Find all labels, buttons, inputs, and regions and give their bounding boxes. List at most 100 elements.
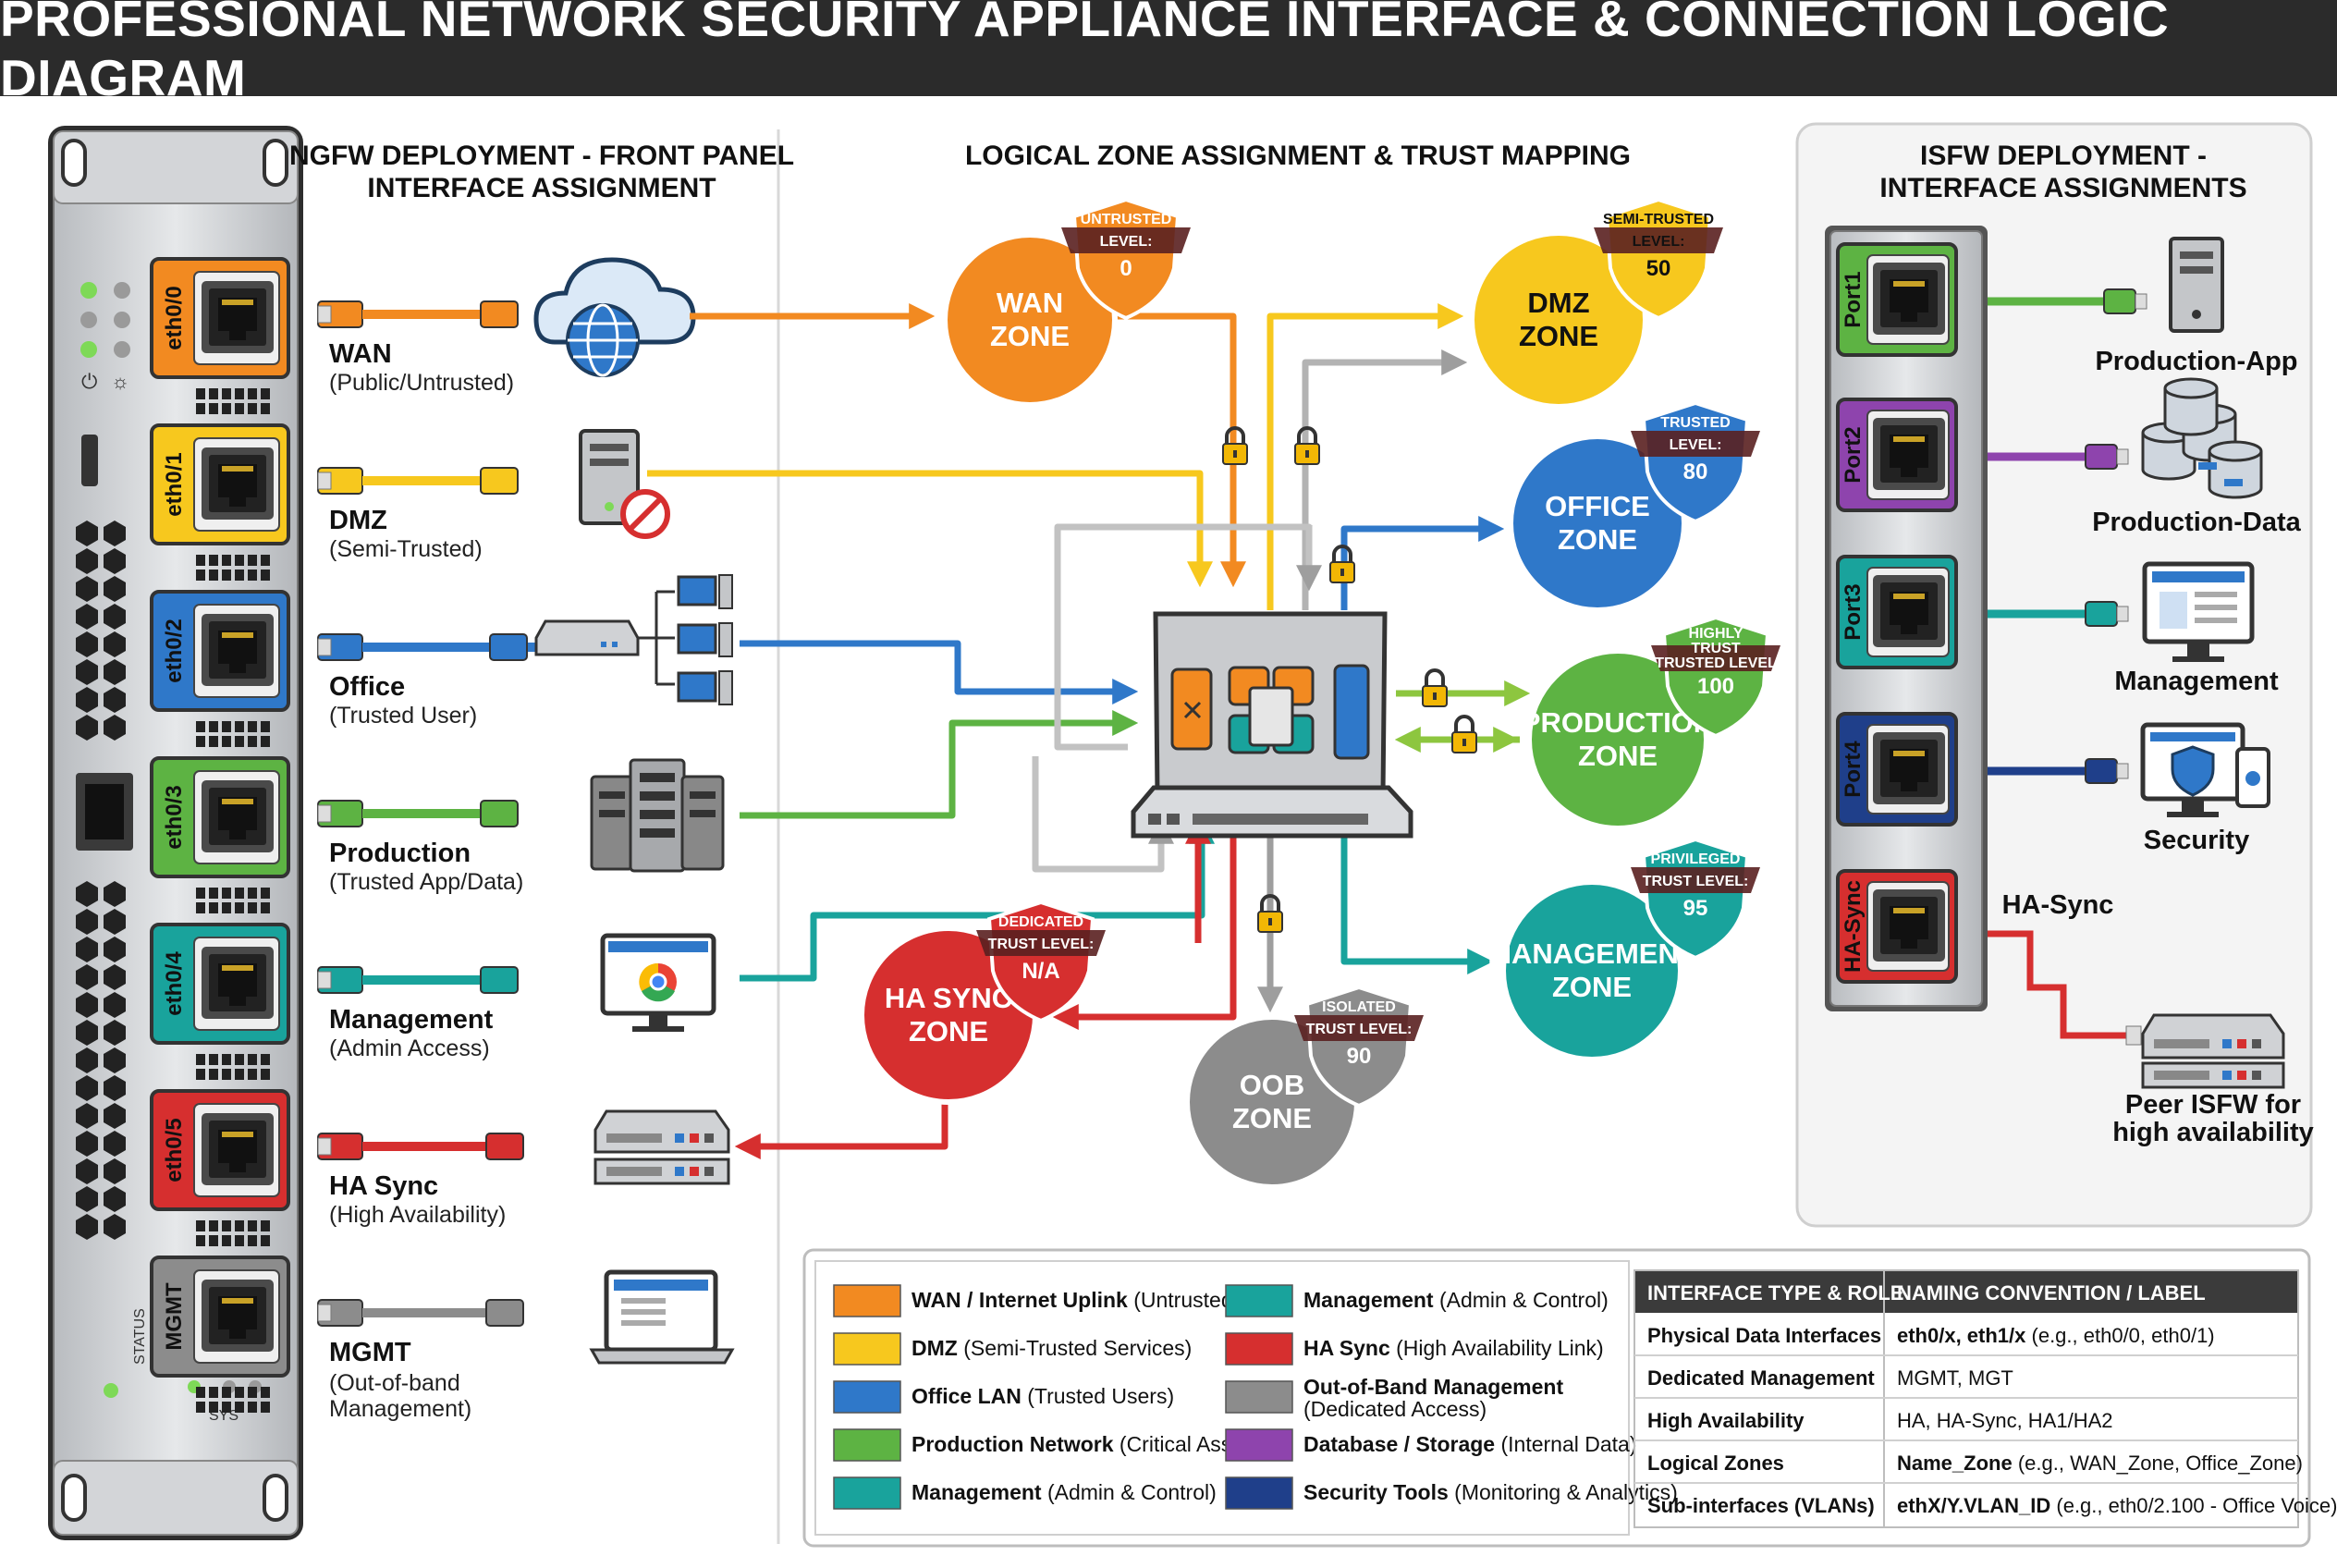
status-vertical-label: STATUS: [132, 1308, 148, 1365]
svg-text:HA Sync (High Availability Lin: HA Sync (High Availability Link): [1303, 1336, 1604, 1360]
browser-monitor-icon: [600, 933, 716, 1032]
cable-plug: [317, 300, 363, 328]
table-cell-naming: Name_Zone (e.g., WAN_Zone, Office_Zone): [1897, 1452, 2303, 1475]
badge-level: 50: [1646, 256, 1671, 281]
diagram-canvas: ⏻ ☼: [48, 122, 2337, 1548]
isfw-port-device-label: Security: [2144, 826, 2249, 855]
badge-text: TRUST LEVEL:: [988, 937, 1095, 952]
ngfw-port-label: eth0/5: [162, 1118, 187, 1182]
table-cell-role: Dedicated Management: [1647, 1366, 1875, 1390]
badge-text: ISOLATED: [1322, 999, 1396, 1015]
zone-name: ZONE: [990, 320, 1070, 352]
cloud-globe-icon: [533, 257, 696, 377]
ha-appliance-icon: [593, 1109, 730, 1185]
table-cell-naming: HA, HA-Sync, HA1/HA2: [1897, 1409, 2113, 1432]
isfw-port-label: Port1: [1841, 271, 1866, 327]
badge-text: LEVEL:: [1633, 234, 1685, 250]
table-cell-naming: eth0/x, eth1/x (e.g., eth0/0, eth0/1): [1897, 1324, 2215, 1347]
svg-text:Security Tools (Monitoring & A: Security Tools (Monitoring & Analytics): [1303, 1480, 1678, 1504]
legend-item: Security Tools (Monitoring & Analytics): [1225, 1476, 1678, 1510]
legend-item: Office LAN (Trusted Users): [833, 1380, 1174, 1414]
cable-plug: [317, 966, 363, 994]
svg-text:Management (Admin & Control): Management (Admin & Control): [912, 1480, 1217, 1504]
svg-text:Management (Admin & Control): Management (Admin & Control): [1303, 1288, 1609, 1312]
vent-grill: [76, 521, 126, 741]
ngfw-port-name: MGMT: [329, 1338, 411, 1367]
peer-isfw-label-line2: high availability: [2112, 1118, 2314, 1147]
cable-plug: [317, 1133, 363, 1160]
legend-item: Out-of-Band Management(Dedicated Access): [1225, 1375, 1563, 1421]
zone-name: HA SYNC: [885, 982, 1012, 1014]
ngfw-header-line1: NGFW DEPLOYMENT - FRONT PANEL: [289, 141, 794, 171]
ngfw-port-name: WAN: [329, 339, 392, 369]
isfw-header-line1: ISFW DEPLOYMENT -: [1920, 141, 2207, 171]
ngfw-port-ha-sync[interactable]: eth0/5 HA Sync(High Availability): [150, 1089, 524, 1246]
legend-item: WAN / Internet Uplink (Untrusted): [833, 1284, 1240, 1317]
badge-level: 80: [1683, 459, 1708, 484]
legend-item: Database / Storage (Internal Data): [1225, 1428, 1637, 1462]
badge-text: TRUST LEVEL:: [1643, 874, 1749, 889]
badge-text: PRIVILEGED: [1651, 851, 1741, 867]
legend-item: Management (Admin & Control): [833, 1476, 1217, 1510]
isfw-header-line2: INTERFACE ASSIGNMENTS: [1879, 173, 2246, 203]
svg-text:Office LAN (Trusted Users): Office LAN (Trusted Users): [912, 1384, 1174, 1408]
ngfw-port-name: HA Sync: [329, 1171, 438, 1201]
svg-text:Database / Storage (Internal D: Database / Storage (Internal Data): [1303, 1432, 1637, 1456]
usb-port: [81, 435, 98, 486]
badge-text: TRUST: [1691, 641, 1741, 656]
table-cell-role: Logical Zones: [1647, 1452, 1784, 1475]
badge-text: DEDICATED: [998, 914, 1083, 930]
naming-table: INTERFACE TYPE & ROLE NAMING CONVENTION …: [1633, 1269, 2337, 1528]
ngfw-port-desc: Management): [329, 1396, 471, 1422]
legend: WAN / Internet Uplink (Untrusted)DMZ (Se…: [833, 1284, 1678, 1510]
ngfw-port-label: eth0/4: [162, 951, 187, 1016]
badge-text: TRUSTED LEVEL: [1655, 655, 1777, 671]
lock-icon: [1450, 715, 1478, 754]
status-led: [80, 282, 97, 299]
mount-hole: [61, 1474, 87, 1522]
mount-hole: [263, 1474, 288, 1522]
ngfw-port-desc: (Trusted User): [329, 703, 477, 729]
trust-badge: PRIVILEGED TRUST LEVEL: 95: [1631, 837, 1760, 961]
badge-text: LEVEL:: [1670, 437, 1722, 453]
badge-level: 0: [1120, 256, 1132, 281]
ngfw-port-label: eth0/3: [162, 785, 187, 849]
badge-level: 95: [1683, 896, 1708, 921]
cable-plug: [317, 800, 363, 827]
lock-icon: [1421, 668, 1449, 708]
svg-text:(Dedicated Access): (Dedicated Access): [1303, 1397, 1487, 1421]
ha-sync-cable: [1988, 930, 2126, 1039]
cable-plug: [317, 467, 363, 495]
badge-text: HIGHLY: [1689, 626, 1744, 642]
ngfw-port-label: eth0/0: [162, 286, 187, 349]
cable-plug: [317, 1299, 363, 1327]
zone-name: OOB: [1240, 1069, 1305, 1101]
zone-name: ZONE: [1552, 971, 1632, 1003]
badge-text: TRUSTED: [1660, 415, 1731, 431]
ngfw-port-desc: (High Availability): [329, 1202, 506, 1228]
power-icon: ⏻: [81, 370, 97, 393]
server-tower-icon: [2169, 237, 2224, 333]
legend-item: Management (Admin & Control): [1225, 1284, 1609, 1317]
ngfw-port-name: Production: [329, 839, 471, 868]
